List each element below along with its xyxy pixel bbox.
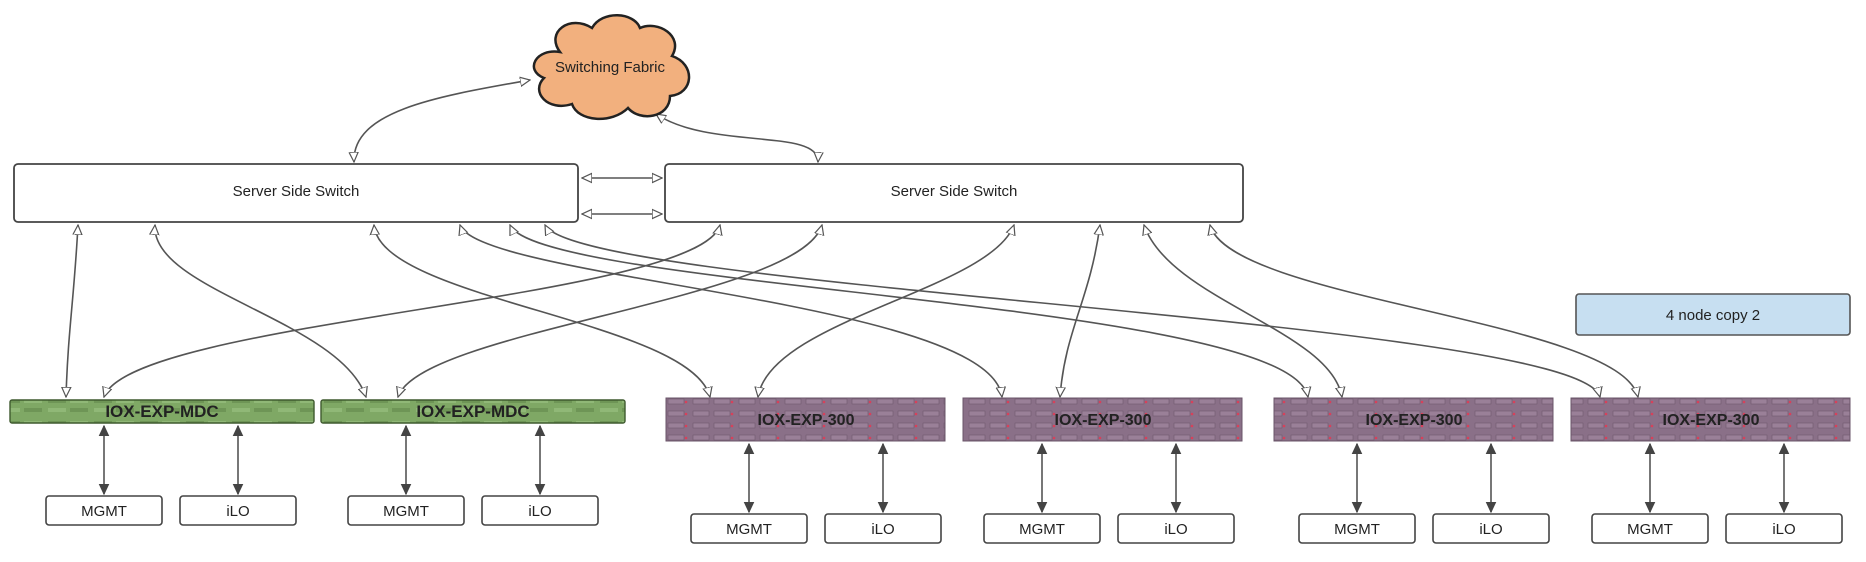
connector-switch-to-server bbox=[66, 225, 78, 397]
switching-fabric-cloud: Switching Fabric bbox=[532, 14, 691, 121]
switch-right-label: Server Side Switch bbox=[891, 183, 1018, 200]
mgmt-box: MGMT bbox=[1591, 513, 1709, 544]
server-label: IOX-EXP-300 bbox=[1055, 412, 1152, 429]
server-exp-300-2: IOX-EXP-300 bbox=[962, 397, 1243, 442]
note-label: 4 node copy 2 bbox=[1666, 307, 1760, 324]
note-4-node-copy-2: 4 node copy 2 bbox=[1575, 293, 1851, 336]
server-exp-300-3: IOX-EXP-300 bbox=[1273, 397, 1554, 442]
mgmt-box: MGMT bbox=[983, 513, 1101, 544]
connections-layer bbox=[66, 80, 1784, 512]
svg-text:iLO: iLO bbox=[1164, 521, 1187, 538]
server-mdc-2: IOX-EXP-MDC bbox=[320, 399, 626, 424]
connector-switch-to-server bbox=[509, 225, 1308, 397]
connector-fabric-right-switch bbox=[656, 114, 818, 162]
switch-left-label: Server Side Switch bbox=[233, 183, 360, 200]
ilo-box: iLO bbox=[1725, 513, 1843, 544]
server-mdc-1: IOX-EXP-MDC bbox=[9, 399, 315, 424]
ilo-box: iLO bbox=[481, 495, 599, 526]
ilo-box: iLO bbox=[1432, 513, 1550, 544]
svg-text:MGMT: MGMT bbox=[383, 503, 429, 520]
server-label: IOX-EXP-300 bbox=[1366, 412, 1463, 429]
server-side-switch-left: Server Side Switch bbox=[13, 163, 579, 223]
port-boxes: MGMT iLO MGMT iLO MGMT iLO MGMT iLO MGMT… bbox=[45, 495, 1843, 544]
server-label: IOX-EXP-300 bbox=[1663, 412, 1760, 429]
connector-switch-to-server bbox=[1144, 225, 1342, 397]
svg-text:MGMT: MGMT bbox=[726, 521, 772, 538]
connector-fabric-left-switch bbox=[354, 80, 530, 162]
server-exp-300-4: IOX-EXP-300 bbox=[1570, 397, 1851, 442]
connector-switch-to-server bbox=[758, 225, 1014, 397]
server-side-switch-right: Server Side Switch bbox=[664, 163, 1244, 223]
server-label: IOX-EXP-300 bbox=[758, 412, 855, 429]
svg-text:MGMT: MGMT bbox=[1334, 521, 1380, 538]
server-label: IOX-EXP-MDC bbox=[105, 402, 218, 421]
server-exp-300-1: IOX-EXP-300 bbox=[665, 397, 946, 442]
svg-text:MGMT: MGMT bbox=[1627, 521, 1673, 538]
mgmt-box: MGMT bbox=[45, 495, 163, 526]
connector-switch-to-server bbox=[155, 225, 366, 397]
server-label: IOX-EXP-MDC bbox=[416, 402, 529, 421]
svg-text:MGMT: MGMT bbox=[1019, 521, 1065, 538]
svg-text:MGMT: MGMT bbox=[81, 503, 127, 520]
svg-text:iLO: iLO bbox=[1772, 521, 1795, 538]
ilo-box: iLO bbox=[179, 495, 297, 526]
cloud-shape bbox=[532, 14, 691, 121]
mgmt-box: MGMT bbox=[1298, 513, 1416, 544]
cloud-label: Switching Fabric bbox=[555, 59, 666, 76]
connector-switch-to-server bbox=[544, 225, 1600, 397]
svg-text:iLO: iLO bbox=[871, 521, 894, 538]
svg-text:iLO: iLO bbox=[1479, 521, 1502, 538]
mgmt-box: MGMT bbox=[347, 495, 465, 526]
connector-switch-to-server bbox=[1210, 225, 1638, 397]
ilo-box: iLO bbox=[1117, 513, 1235, 544]
mgmt-box: MGMT bbox=[690, 513, 808, 544]
connector-switch-to-server bbox=[1060, 225, 1100, 397]
svg-text:iLO: iLO bbox=[226, 503, 249, 520]
svg-text:iLO: iLO bbox=[528, 503, 551, 520]
ilo-box: iLO bbox=[824, 513, 942, 544]
connector-switch-to-server bbox=[104, 225, 720, 397]
